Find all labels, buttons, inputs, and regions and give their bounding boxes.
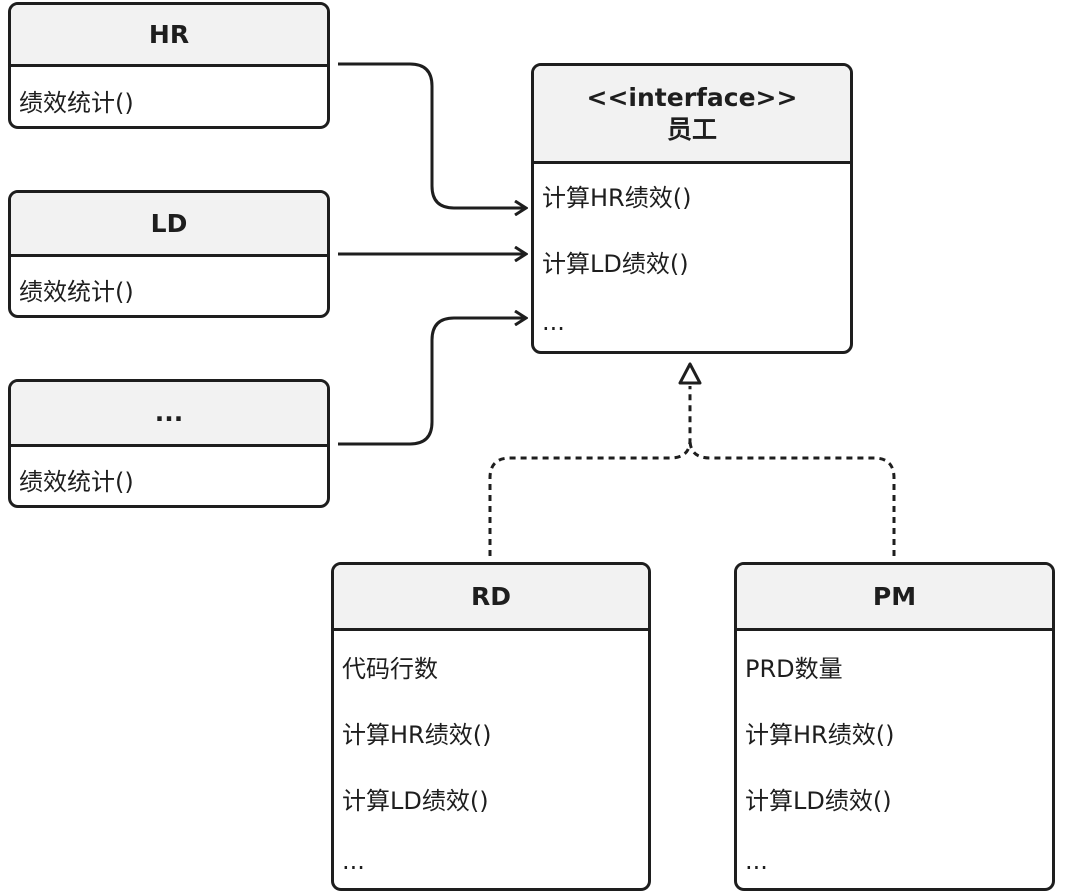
class-pm-name: PM xyxy=(872,581,917,611)
pm-realization-line xyxy=(688,439,896,556)
class-ld-body: 绩效统计() xyxy=(11,257,327,307)
interface-employee-header: <<interface>> 员工 xyxy=(534,66,850,164)
class-pm[interactable]: PM PRD数量 计算HR绩效() 计算LD绩效() ... xyxy=(734,562,1055,891)
interface-method-more: ... xyxy=(542,308,565,336)
interface-employee-body: 计算HR绩效() 计算LD绩效() ... xyxy=(534,164,850,336)
interface-method-hr: 计算HR绩效() xyxy=(542,184,692,212)
class-rd[interactable]: RD 代码行数 计算HR绩效() 计算LD绩效() ... xyxy=(331,562,651,891)
class-ld-method: 绩效统计() xyxy=(19,278,134,306)
hr-dependency-arrow xyxy=(338,62,525,208)
interface-employee-name: 员工 xyxy=(666,114,717,144)
class-other-header: ... xyxy=(11,382,327,447)
interface-employee[interactable]: <<interface>> 员工 计算HR绩效() 计算LD绩效() ... xyxy=(531,63,853,354)
class-rd-method-more: ... xyxy=(342,847,365,875)
class-hr[interactable]: HR 绩效统计() xyxy=(8,2,330,129)
class-ld[interactable]: LD 绩效统计() xyxy=(8,190,330,318)
class-ld-header: LD xyxy=(11,193,327,257)
rd-realization-line xyxy=(488,386,692,556)
class-hr-body: 绩效统计() xyxy=(11,67,327,118)
interface-method-ld: 计算LD绩效() xyxy=(542,250,689,278)
class-rd-method-ld: 计算LD绩效() xyxy=(342,787,489,815)
class-ld-name: LD xyxy=(150,208,188,238)
class-pm-method-ld: 计算LD绩效() xyxy=(745,787,892,815)
realization-triangle-icon xyxy=(678,362,702,385)
class-pm-body: PRD数量 计算HR绩效() 计算LD绩效() ... xyxy=(737,631,1052,875)
class-hr-method: 绩效统计() xyxy=(19,89,134,117)
class-rd-body: 代码行数 计算HR绩效() 计算LD绩效() ... xyxy=(334,631,648,875)
interface-stereotype: <<interface>> xyxy=(586,83,798,113)
class-pm-header: PM xyxy=(737,565,1052,631)
class-hr-name: HR xyxy=(148,19,190,49)
class-hr-header: HR xyxy=(11,5,327,67)
class-pm-attribute: PRD数量 xyxy=(745,655,843,683)
class-rd-header: RD xyxy=(334,565,648,631)
other-dependency-arrow xyxy=(338,318,525,446)
class-other-body: 绩效统计() xyxy=(11,447,327,497)
class-rd-method-hr: 计算HR绩效() xyxy=(342,721,492,749)
class-other-method: 绩效统计() xyxy=(19,468,134,496)
class-pm-method-more: ... xyxy=(745,847,768,875)
class-pm-method-hr: 计算HR绩效() xyxy=(745,721,895,749)
class-other-name: ... xyxy=(154,398,184,428)
class-rd-name: RD xyxy=(470,581,511,611)
class-rd-attribute: 代码行数 xyxy=(342,655,438,683)
class-other[interactable]: ... 绩效统计() xyxy=(8,379,330,508)
